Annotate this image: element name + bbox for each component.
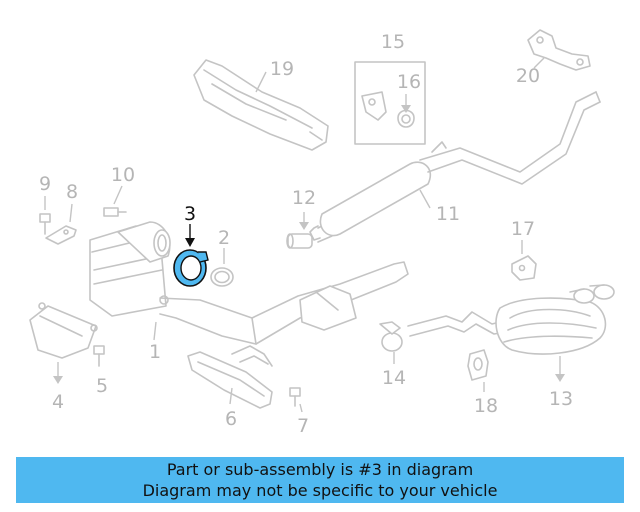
callout-5: 5 [96, 375, 108, 397]
callout-7: 7 [297, 415, 309, 437]
callout-6: 6 [225, 408, 237, 430]
callout-10: 10 [111, 164, 135, 186]
callout-19: 19 [270, 58, 294, 80]
callout-18: 18 [474, 395, 498, 417]
callout-9: 9 [39, 173, 51, 195]
part-14-clamp[interactable] [379, 321, 403, 352]
part-20-bracket[interactable] [527, 29, 591, 71]
callout-14: 14 [382, 367, 406, 389]
callout-2: 2 [218, 227, 230, 249]
front-exhaust-pipe [231, 261, 409, 367]
callout-3: 3 [184, 203, 196, 225]
part-19-heat-shield[interactable] [193, 59, 329, 151]
banner-line-part-number: Part or sub-assembly is #3 in diagram [166, 460, 474, 479]
callout-16: 16 [397, 71, 421, 93]
callout-13: 13 [549, 388, 573, 410]
callout-12: 12 [292, 187, 316, 209]
part-2-gasket[interactable] [210, 267, 234, 287]
part-13-rear-muffler[interactable] [407, 284, 615, 355]
part-6-heat-shield[interactable] [187, 351, 273, 409]
part-4-bracket[interactable] [29, 302, 98, 359]
callout-17: 17 [511, 218, 535, 240]
part-17-bracket[interactable] [511, 255, 537, 281]
part-18-hanger[interactable] [467, 349, 489, 381]
callout-20: 20 [516, 65, 540, 87]
part-10-bolt[interactable] [103, 207, 127, 217]
part-3-clamp-highlighted[interactable] [173, 249, 209, 287]
part-5-bolt[interactable] [93, 345, 105, 367]
callout-11: 11 [436, 203, 460, 225]
part-12-clamp[interactable] [286, 233, 313, 249]
exhaust-parts-diagram: 19 15 16 20 11 12 10 [29, 29, 615, 437]
callout-15: 15 [381, 31, 405, 53]
callout-8: 8 [66, 181, 78, 203]
callout-1: 1 [149, 341, 161, 363]
part-7-bolt[interactable] [289, 387, 301, 407]
banner-line-disclaimer: Diagram may not be specific to your vehi… [142, 481, 498, 500]
callout-4: 4 [52, 391, 64, 413]
part-1-catalytic-converter[interactable] [89, 221, 257, 345]
part-8-bracket[interactable] [45, 225, 77, 245]
part-9-bolt[interactable] [39, 213, 51, 235]
diagram-notice-banner: Part or sub-assembly is #3 in diagram Di… [16, 457, 624, 503]
part-11-center-pipe-muffler[interactable] [309, 91, 601, 243]
part-15-mount-bracket-assembly[interactable] [354, 61, 426, 145]
